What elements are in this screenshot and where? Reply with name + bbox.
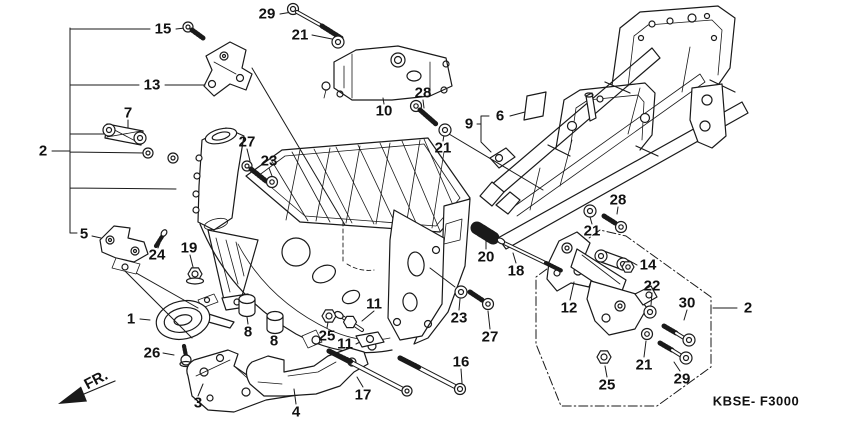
part-label-21: 21	[583, 222, 601, 240]
part-label-24: 24	[148, 246, 166, 264]
part-label-21: 21	[434, 139, 452, 157]
rear-subframe-drawing	[479, 5, 749, 250]
part-label-29: 29	[258, 5, 276, 23]
part-label-15: 15	[154, 20, 172, 38]
part-label-9: 9	[464, 115, 474, 133]
part-label-12: 12	[560, 299, 578, 317]
part-label-8: 8	[243, 323, 253, 341]
group-boundary	[535, 229, 712, 407]
part-label-13: 13	[143, 76, 161, 94]
part-label-25: 25	[598, 376, 616, 394]
fr-arrow-icon	[58, 380, 116, 404]
part-label-23: 23	[260, 152, 278, 170]
upper-brackets-drawing	[203, 41, 453, 101]
part-label-6: 6	[495, 107, 505, 125]
part-label-17: 17	[354, 386, 372, 404]
part-label-27: 27	[238, 133, 256, 151]
part-label-3: 3	[193, 394, 203, 412]
part-label-19: 19	[180, 239, 198, 257]
part-label-8: 8	[269, 332, 279, 350]
part-label-21: 21	[635, 356, 653, 374]
part-label-29: 29	[673, 370, 691, 388]
part-label-16: 16	[452, 353, 470, 371]
part-label-28: 28	[609, 191, 627, 209]
part-label-1: 1	[126, 310, 136, 328]
part-label-25: 25	[318, 327, 336, 345]
part-label-20: 20	[477, 248, 495, 266]
part-label-2: 2	[743, 299, 753, 317]
part-label-28: 28	[414, 84, 432, 102]
part-label-27: 27	[481, 328, 499, 346]
part-label-18: 18	[507, 262, 525, 280]
horn-and-guards-drawing	[155, 293, 369, 413]
part-label-4: 4	[291, 403, 301, 421]
part-label-30: 30	[678, 294, 696, 312]
part-label-22: 22	[643, 277, 661, 295]
part-label-5: 5	[79, 225, 89, 243]
part-label-11: 11	[337, 335, 353, 353]
part-label-10: 10	[375, 102, 393, 120]
part-label-26: 26	[143, 344, 161, 362]
part-label-7: 7	[123, 104, 133, 122]
part-label-11: 11	[366, 295, 382, 313]
part-label-21: 21	[291, 26, 309, 44]
engine-hanger-drawing	[546, 231, 658, 336]
part-label-2: 2	[38, 142, 48, 160]
fasteners-drawing	[99, 2, 696, 397]
leader-lines	[51, 11, 738, 405]
diagram-code: KBSE- F3000	[712, 393, 800, 409]
part-label-14: 14	[639, 256, 657, 274]
main-frame-drawing	[192, 127, 471, 354]
part-label-23: 23	[450, 309, 468, 327]
